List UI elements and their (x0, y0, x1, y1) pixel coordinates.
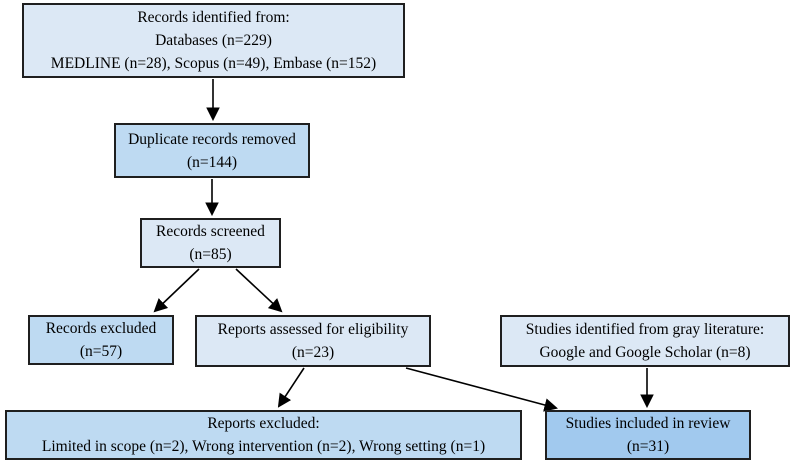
box-line: Studies identified from gray literature: (525, 321, 765, 338)
box-studies-included: Studies included in review (n=31) (545, 410, 751, 460)
box-line: Reports assessed for eligibility (217, 321, 409, 338)
box-duplicates-removed: Duplicate records removed (n=144) (114, 123, 310, 178)
box-reports-excluded: Reports excluded: Limited in scope (n=2)… (5, 410, 522, 460)
box-line: Duplicate records removed (128, 130, 296, 148)
box-line: Reports excluded: (207, 415, 320, 432)
box-line: Studies included in review (565, 415, 731, 432)
box-line: (n=23) (291, 344, 335, 361)
arrow-assessed-to-reports-excluded (277, 367, 305, 408)
arrow-screened-to-assessed (235, 268, 283, 313)
box-line: Limited in scope (n=2), Wrong interventi… (41, 438, 486, 455)
box-records-screened: Records screened (n=85) (140, 218, 281, 268)
box-line: (n=57) (79, 343, 123, 360)
arrow-screened-to-excluded (153, 268, 200, 313)
box-gray-literature: Studies identified from gray literature:… (500, 315, 790, 367)
box-line: Databases (n=229) (155, 32, 272, 49)
box-line: MEDLINE (n=28), Scopus (n=49), Embase (n… (50, 55, 377, 72)
box-line: (n=85) (189, 246, 232, 263)
box-line: (n=144) (186, 153, 238, 171)
box-line: Records identified from: (137, 9, 290, 26)
arrow-assessed-to-included (405, 367, 558, 412)
box-line: Records excluded (45, 320, 157, 337)
box-records-excluded: Records excluded (n=57) (28, 315, 174, 365)
box-line: Google and Google Scholar (n=8) (539, 344, 751, 361)
box-records-identified: Records identified from: Databases (n=22… (22, 3, 405, 78)
box-reports-assessed: Reports assessed for eligibility (n=23) (195, 315, 431, 367)
box-line: Records screened (156, 223, 265, 240)
box-line: (n=31) (626, 438, 670, 455)
